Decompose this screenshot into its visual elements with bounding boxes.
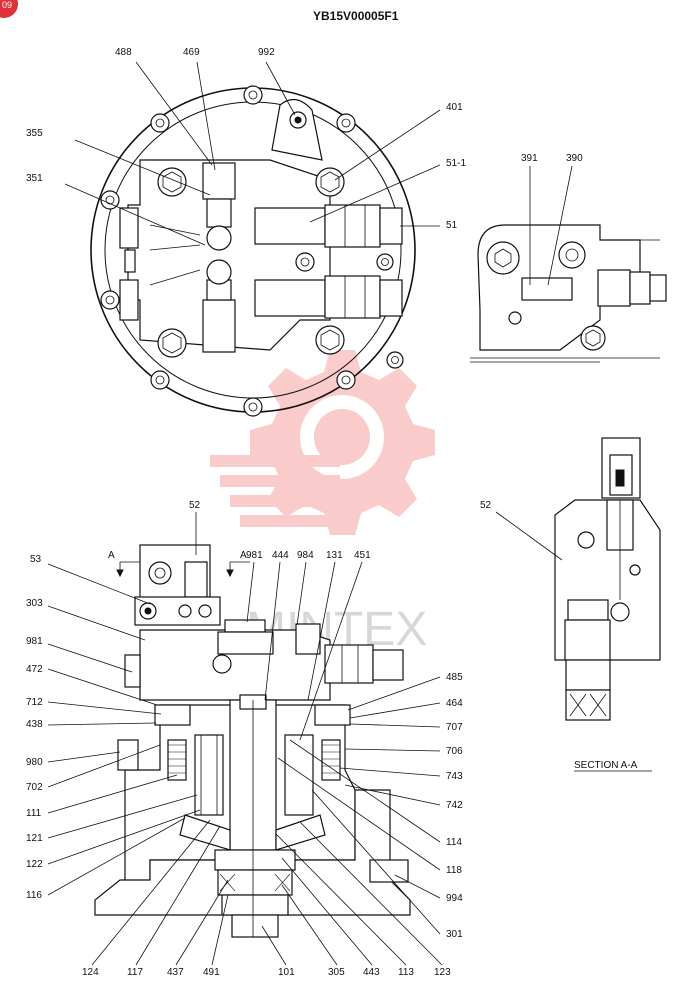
callout-label: 118 <box>446 865 462 876</box>
section-caption: SECTION A-A <box>574 760 638 771</box>
callout-label: 101 <box>278 967 295 978</box>
callout-label: 488 <box>115 47 132 58</box>
callout-label: 742 <box>446 800 463 811</box>
callout-label: 114 <box>446 837 462 848</box>
callout-label: 53 <box>30 554 42 565</box>
callout-label: 51 <box>446 220 458 231</box>
page-badge: 09 <box>0 0 18 18</box>
callout-label: 437 <box>167 967 184 978</box>
callout-label: 706 <box>446 746 463 757</box>
callout-label: 702 <box>26 782 43 793</box>
callout-label: 305 <box>328 967 345 978</box>
callout-labels: 488 469 992 401 355 351 51-1 51 391 390 … <box>26 47 583 978</box>
callout-label: 391 <box>521 153 538 164</box>
callout-label: 390 <box>566 153 583 164</box>
callout-label: 451 <box>354 550 371 561</box>
callout-label: 121 <box>26 833 43 844</box>
callout-label: 438 <box>26 719 43 730</box>
callout-label: 355 <box>26 128 43 139</box>
callout-label: 472 <box>26 664 43 675</box>
callout-label: 52 <box>480 500 492 511</box>
callout-label: 464 <box>446 698 463 709</box>
callout-label: 444 <box>272 550 289 561</box>
callout-label: 743 <box>446 771 463 782</box>
callout-label: 491 <box>203 967 220 978</box>
callout-label: 469 <box>183 47 200 58</box>
section-a-a-drawing <box>554 437 661 721</box>
callout-label: 113 <box>398 967 414 978</box>
callout-label: 123 <box>434 967 451 978</box>
main-section-drawing <box>94 544 411 938</box>
callout-label: 122 <box>26 859 43 870</box>
callout-label: 981 <box>26 636 43 647</box>
callout-label: 303 <box>26 598 43 609</box>
page-badge-text: 09 <box>2 0 12 10</box>
callout-label: 52 <box>189 500 201 511</box>
callout-label: 111 <box>26 808 42 819</box>
callout-label: 401 <box>446 102 463 113</box>
callout-label: 485 <box>446 672 463 683</box>
callout-label: 301 <box>446 929 463 940</box>
callout-label: 994 <box>446 893 463 904</box>
side-view-drawing <box>470 224 667 363</box>
callout-label: 131 <box>326 550 343 561</box>
section-mark: A <box>240 550 247 561</box>
callout-label: 992 <box>258 47 275 58</box>
callout-label: 984 <box>297 550 314 561</box>
callout-label: 443 <box>363 967 380 978</box>
section-mark: A <box>108 550 115 561</box>
leader-lines <box>47 61 573 966</box>
callout-label: 116 <box>26 890 42 901</box>
callout-label: 981 <box>246 550 263 561</box>
top-view-drawing <box>90 85 416 417</box>
callout-label: 712 <box>26 697 43 708</box>
callout-label: 351 <box>26 173 43 184</box>
callout-label: 51-1 <box>446 158 466 169</box>
callout-label: 124 <box>82 967 99 978</box>
callout-label: 980 <box>26 757 43 768</box>
drawing-code: YB15V00005F1 <box>313 9 399 23</box>
watermark-logo <box>210 350 435 535</box>
callout-label: 117 <box>127 967 143 978</box>
callout-label: 707 <box>446 722 463 733</box>
